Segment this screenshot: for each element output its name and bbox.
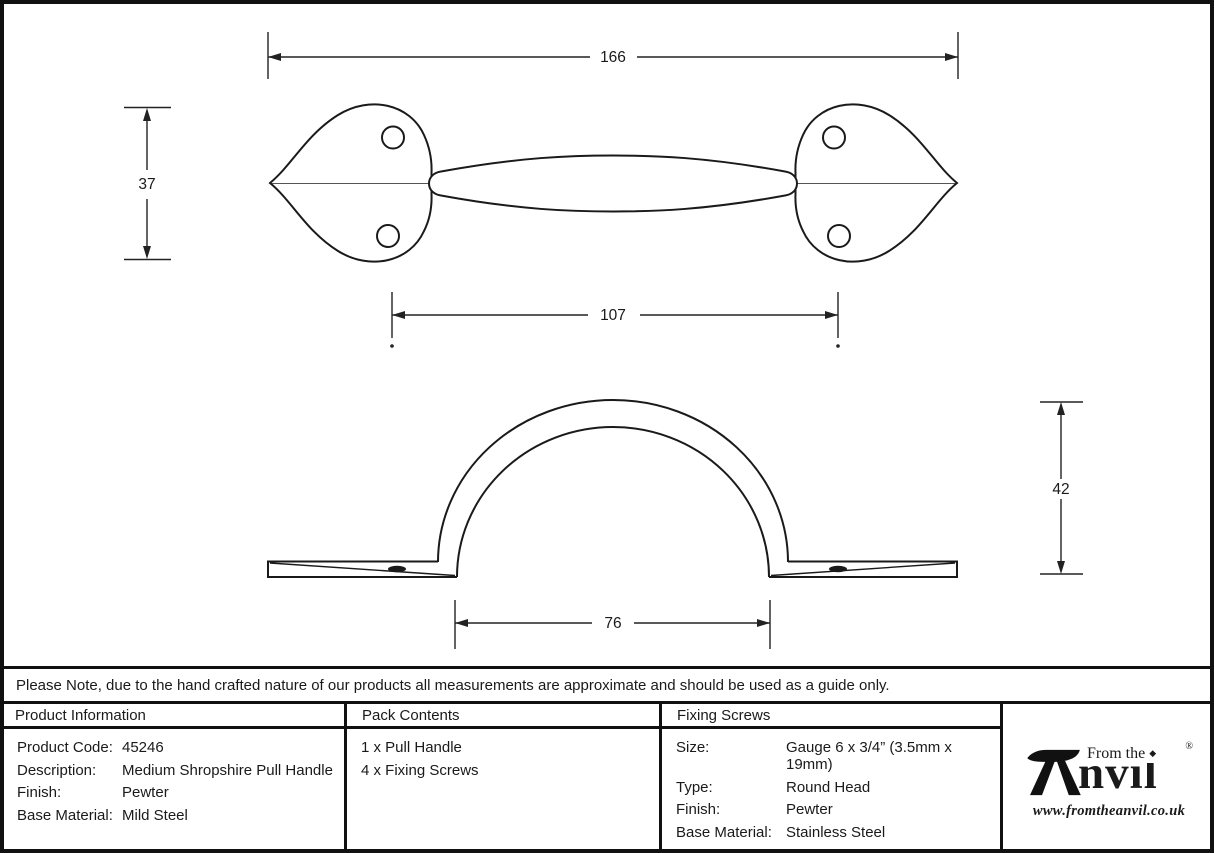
table-row: Base Material: Mild Steel <box>17 807 340 824</box>
screw-hole <box>827 224 851 248</box>
row-label: Finish: <box>676 801 721 818</box>
row-value: 45246 <box>122 739 164 756</box>
arrowhead <box>143 108 151 121</box>
stray-dot <box>390 344 394 348</box>
right-base-plate <box>769 560 958 578</box>
note-row: Please Note, due to the hand crafted nat… <box>0 666 1214 704</box>
screw-hole <box>376 224 400 248</box>
from-the-anvil-logo: nvil From the◆ ® www.fromtheanvil.co.uk <box>1025 741 1193 819</box>
row-label: Size: <box>676 739 710 756</box>
from-the-text: From the <box>1087 745 1146 762</box>
fixing-screws-cell: Fixing Screws Size: Gauge 6 x 3/4” (3.5m… <box>662 704 1003 849</box>
row-label: Type: <box>676 778 713 796</box>
list-item: 1 x Pull Handle <box>361 739 462 756</box>
arrowhead <box>825 311 838 319</box>
row-label: Base Material: <box>676 823 772 841</box>
table-row: Finish: Pewter <box>676 801 996 818</box>
arrowhead <box>757 619 770 627</box>
row-value: Pewter <box>786 801 833 818</box>
row-value: Medium Shropshire Pull Handle <box>122 761 333 779</box>
table-row: Base Material: Stainless Steel <box>676 824 996 841</box>
row-label: Product Code: <box>17 739 113 756</box>
pack-contents-header: Pack Contents <box>347 704 659 729</box>
left-base-plate <box>267 560 457 578</box>
row-value: Pewter <box>122 784 169 801</box>
product-information-header: Product Information <box>0 704 344 729</box>
row-label: Description: <box>17 761 97 779</box>
table-row: Product Code: 45246 <box>17 739 340 756</box>
table-row: Type: Round Head <box>676 779 996 796</box>
screw-hole <box>822 125 846 150</box>
arrowhead <box>455 619 468 627</box>
dim-projection <box>1040 401 1083 575</box>
side-screw-hole <box>388 565 406 573</box>
plan-view <box>268 103 959 263</box>
arrowhead <box>945 53 958 61</box>
brand-logo-cell: nvil From the◆ ® www.fromtheanvil.co.uk <box>1003 704 1214 849</box>
diamond-icon: ◆ <box>1149 748 1157 758</box>
registered-trademark: ® <box>1185 741 1193 752</box>
table-row: Finish: Pewter <box>17 784 340 801</box>
anvil-icon <box>1027 749 1081 796</box>
right-plate-taper-line <box>770 562 956 577</box>
list-item: 4 x Fixing Screws <box>361 761 479 779</box>
dim-end-plate-height <box>124 106 171 261</box>
row-value: Stainless Steel <box>786 823 886 841</box>
table-row: Size: Gauge 6 x 3/4” (3.5mm x 19mm) <box>676 739 996 773</box>
dim-label-hole-spacing: 107 <box>600 307 626 324</box>
arrowhead <box>1057 402 1065 415</box>
product-information-cell: Product Information Product Code: 45246 … <box>0 704 347 849</box>
arch-outer <box>437 399 789 563</box>
row-value: Mild Steel <box>122 806 188 824</box>
brand-url: www.fromtheanvil.co.uk <box>1032 803 1186 819</box>
technical-drawing: 166 37 107 42 <box>124 32 1083 649</box>
arrowhead <box>1057 561 1065 574</box>
header-label: Pack Contents <box>362 706 460 724</box>
fixing-screws-header: Fixing Screws <box>662 704 1000 729</box>
dim-hole-spacing <box>390 292 840 348</box>
side-view <box>267 399 958 578</box>
dim-foot-spacing <box>454 600 771 649</box>
dim-label-foot-spacing: 76 <box>604 615 621 632</box>
logo-tagline: From the◆ <box>1087 745 1159 763</box>
dim-label-end-plate-height: 37 <box>138 176 155 193</box>
table-row: Description: Medium Shropshire Pull Hand… <box>17 762 340 779</box>
row-label: Finish: <box>17 784 62 801</box>
stray-dot <box>836 344 840 348</box>
left-plate-taper-line <box>269 562 456 577</box>
row-value: Round Head <box>786 778 871 796</box>
dim-overall-length <box>267 32 959 79</box>
arrowhead <box>268 53 281 61</box>
header-label: Fixing Screws <box>677 706 771 724</box>
side-screw-hole <box>829 565 847 573</box>
header-label: Product Information <box>15 706 146 724</box>
note-text: Please Note, due to the hand crafted nat… <box>16 676 890 694</box>
dim-label-projection: 42 <box>1052 481 1069 498</box>
row-value: Gauge 6 x 3/4” (3.5mm x 19mm) <box>786 739 952 773</box>
row-label: Base Material: <box>17 806 113 824</box>
arrowhead <box>143 246 151 259</box>
arch-inner <box>456 426 770 578</box>
pack-contents-cell: Pack Contents 1 x Pull Handle 4 x Fixing… <box>347 704 662 849</box>
screw-hole <box>381 125 405 150</box>
dim-label-overall-length: 166 <box>600 49 626 66</box>
arrowhead <box>392 311 405 319</box>
handle-grip <box>427 154 799 213</box>
